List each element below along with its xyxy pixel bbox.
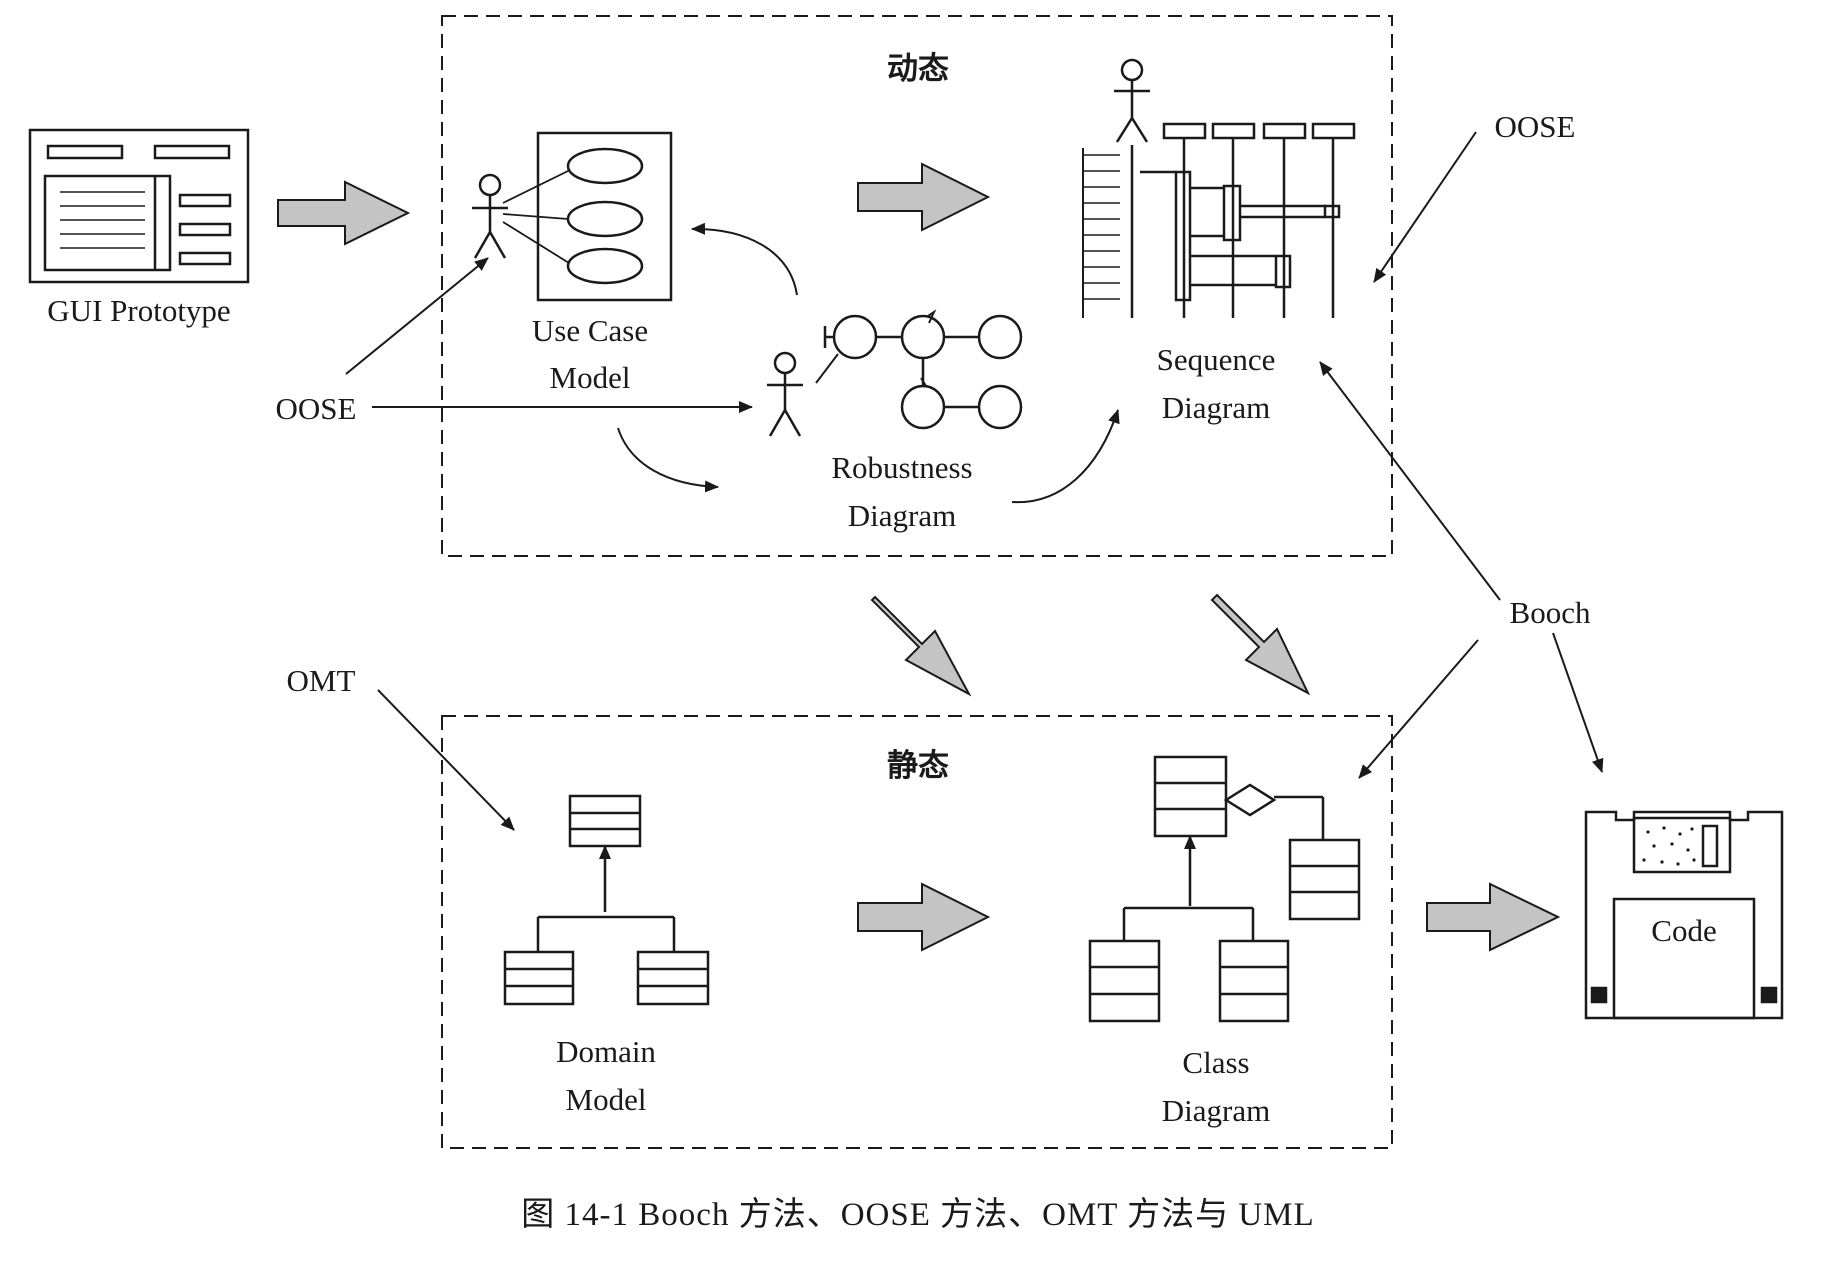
sequence-label-line1: Sequence: [1157, 342, 1276, 377]
flow-arrow-dynamic-to-class: [1210, 593, 1311, 696]
usecase-model-icon: [472, 131, 673, 302]
domain-model-icon: [503, 794, 710, 1006]
connector-arrows: [345, 131, 1604, 831]
arrow-oose-to-usecase: [345, 257, 489, 375]
dynamic-title: 动态: [887, 51, 949, 87]
flow-arrows: [277, 162, 1561, 952]
usecase-model-label-line1: Use Case: [532, 313, 648, 348]
gui-prototype-icon: [28, 128, 250, 284]
gui-prototype-label: GUI Prototype: [47, 293, 230, 328]
code-label: Code: [1651, 913, 1716, 948]
flow-arrow-gui-to-usecase: [277, 180, 411, 246]
oose-label-right: OOSE: [1495, 109, 1576, 144]
domain-label-line1: Domain: [556, 1034, 656, 1069]
figure-caption: 图 14-1 Booch 方法、OOSE 方法、OMT 方法与 UML: [521, 1196, 1314, 1233]
sequence-diagram-icon: [1082, 58, 1356, 318]
flow-arrow-dynamic-to-domain: [870, 595, 972, 697]
class-diagram-icon: [1088, 755, 1361, 1023]
flow-arrow-usecase-to-sequence: [857, 162, 991, 232]
arrow-booch-to-sequence: [1319, 361, 1501, 601]
domain-label-line2: Model: [566, 1082, 647, 1117]
dynamic-group-box: [441, 15, 1393, 557]
static-title: 静态: [887, 748, 949, 784]
usecase-model-label-line2: Model: [550, 360, 631, 395]
robustness-label-line2: Diagram: [848, 498, 956, 533]
arrow-booch-to-class: [1358, 639, 1479, 779]
static-group-box: [441, 715, 1393, 1149]
flow-arrow-domain-to-class: [857, 882, 991, 952]
arrow-omt-to-domain: [377, 689, 515, 831]
arrow-robustness-to-sequence: [1011, 409, 1120, 504]
class-label-line2: Diagram: [1162, 1093, 1270, 1128]
arrow-robustness-to-usecase: [691, 222, 798, 296]
robustness-label-line1: Robustness: [831, 450, 972, 485]
arrow-usecase-to-robustness: [617, 427, 719, 493]
class-label-line1: Class: [1182, 1045, 1249, 1080]
floppy-disk-icon: [1584, 810, 1784, 1020]
robustness-diagram-icon: [767, 309, 1023, 437]
arrow-oose-to-sequence: [1373, 131, 1477, 283]
arrow-booch-to-code: [1552, 632, 1604, 773]
booch-label: Booch: [1510, 595, 1591, 630]
sequence-label-line2: Diagram: [1162, 390, 1270, 425]
oose-label-left: OOSE: [276, 391, 357, 426]
flow-arrow-class-to-code: [1426, 882, 1561, 952]
omt-label: OMT: [287, 663, 356, 698]
